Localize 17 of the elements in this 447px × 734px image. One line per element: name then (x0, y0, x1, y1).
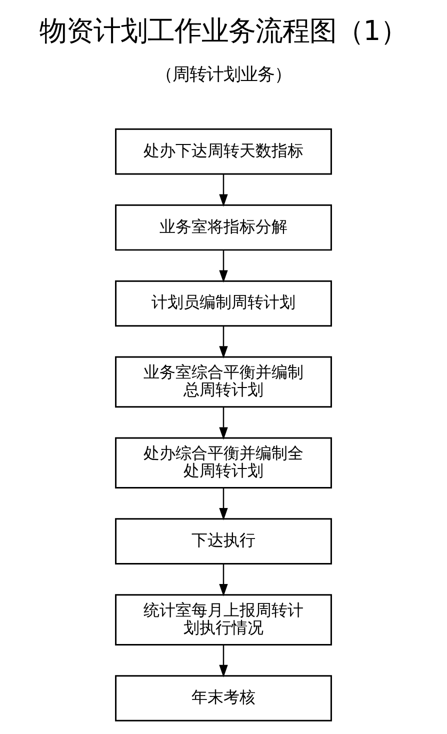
node-box: 年末考核 (115, 675, 332, 722)
node-box: 计划员编制周转计划 (115, 280, 332, 327)
node-box: 下达执行 (115, 518, 332, 565)
arrow (219, 645, 228, 678)
node-box: 处办综合平衡并编制全处周转计划 (115, 437, 332, 489)
label: （周转计划业务） (156, 65, 292, 86)
arrow (219, 326, 228, 359)
arrow (219, 564, 228, 596)
node-box: 业务室综合平衡并编制总周转计划 (115, 356, 332, 408)
node-box: 处办下达周转天数指标 (115, 128, 332, 175)
node-box: 业务室将指标分解 (115, 204, 332, 251)
arrow (219, 250, 228, 283)
diagram-title: 物资计划工作业务流程图（1） (39, 16, 408, 48)
arrow (219, 488, 228, 520)
arrow (219, 407, 228, 440)
node-box: 统计室每月上报周转计划执行情况 (115, 594, 332, 646)
arrow (219, 174, 228, 207)
